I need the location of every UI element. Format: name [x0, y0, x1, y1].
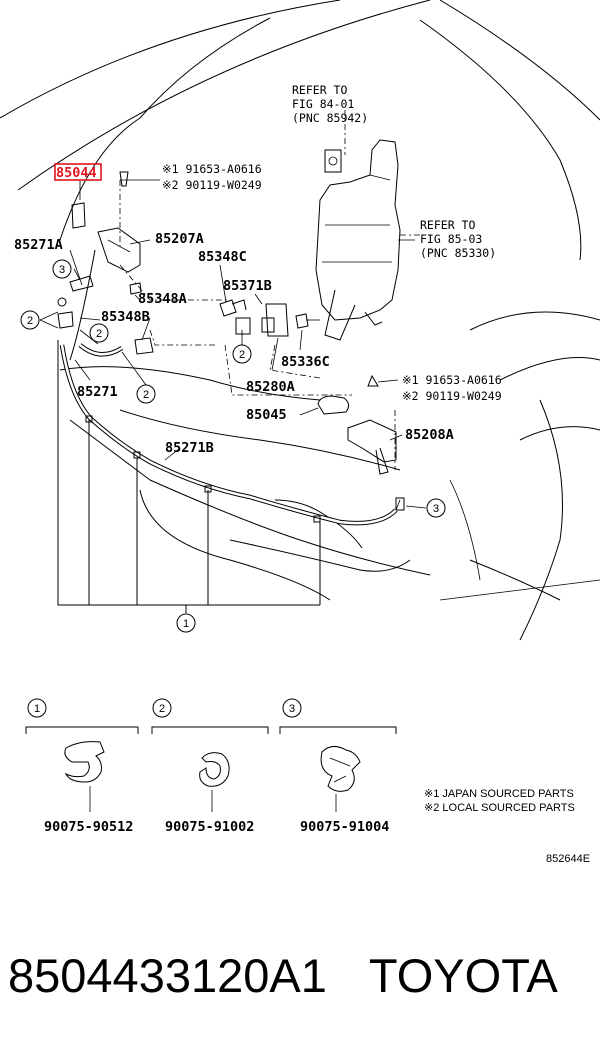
legend-3-part[interactable]: 90075-91004 [300, 819, 389, 835]
right-nozzle-assembly [317, 374, 397, 475]
footer-brand: TOYOTA [368, 948, 558, 1002]
fastener-note-mid-1: ※1 91653-A0616 [402, 373, 502, 387]
callout-3-left: 3 [59, 264, 65, 276]
label-85371B[interactable]: 85371B [223, 278, 272, 294]
legend-1-number: 1 [34, 703, 40, 715]
label-85208A[interactable]: 85208A [405, 427, 454, 443]
washer-tank [315, 139, 401, 341]
label-85045[interactable]: 85045 [246, 407, 287, 423]
refer-fig-85-03-line3: (PNC 85330) [420, 246, 496, 260]
callout-2-center: 2 [96, 328, 102, 340]
left-nozzle-assembly [57, 171, 154, 355]
refer-fig-85-03-line1: REFER TO [420, 218, 475, 232]
valve-connectors [219, 299, 320, 337]
vehicle-body-outline [0, 0, 600, 641]
label-85348B[interactable]: 85348B [101, 309, 150, 325]
legend-panel: 1 90075-90512 2 90075-91002 3 90075-9100… [25, 698, 590, 865]
refer-fig-84-01-line3: (PNC 85942) [292, 111, 368, 125]
leader-lines [39, 179, 427, 613]
fastener-note-mid-2: ※2 90119-W0249 [402, 389, 502, 403]
label-85271A[interactable]: 85271A [14, 237, 63, 253]
refer-fig-84-01-line2: FIG 84-01 [292, 97, 354, 111]
callout-3-right: 3 [433, 503, 439, 515]
refer-fig-85-03-line2: FIG 85-03 [420, 232, 482, 246]
callout-2-valve: 2 [239, 349, 245, 361]
legend-2-number: 2 [159, 703, 165, 715]
label-85271B[interactable]: 85271B [165, 440, 214, 456]
footer-caption: 8504433120A1 TOYOTA [8, 940, 594, 1010]
label-85044[interactable]: 85044 [56, 165, 97, 181]
fastener-note-top-2: ※2 90119-W0249 [162, 178, 262, 192]
refer-fig-84-01-line1: REFER TO [292, 83, 347, 97]
label-85280A[interactable]: 85280A [246, 379, 295, 395]
label-85207A[interactable]: 85207A [155, 231, 204, 247]
label-85348A[interactable]: 85348A [138, 291, 187, 307]
callout-1-bottom: 1 [183, 618, 189, 630]
footer-part-number: 8504433120A1 [8, 948, 327, 1002]
legend-2-part[interactable]: 90075-91002 [165, 819, 254, 835]
fastener-note-top-1: ※1 91653-A0616 [162, 162, 262, 176]
callout-2-hose: 2 [143, 389, 149, 401]
washer-hoses [59, 343, 405, 526]
highlight-box [54, 163, 102, 181]
part-labels: 85044 85271A 85207A 85348C 85371B 85348A… [14, 165, 454, 456]
local-sourced-note: ※2 LOCAL SOURCED PARTS [424, 802, 575, 814]
phantom-lines [119, 110, 420, 470]
legend-3-number: 3 [289, 703, 295, 715]
japan-sourced-note: ※1 JAPAN SOURCED PARTS [424, 788, 574, 800]
callout-2-left: 2 [27, 315, 33, 327]
label-85336C[interactable]: 85336C [281, 354, 330, 370]
legend-1-part[interactable]: 90075-90512 [44, 819, 133, 835]
label-85348C[interactable]: 85348C [198, 249, 247, 265]
figure-code: 852644E [546, 853, 590, 865]
reference-notes: REFER TO FIG 84-01 (PNC 85942) REFER TO … [162, 83, 502, 403]
callout-circles: 3 2 2 2 2 3 1 [20, 259, 446, 633]
label-85271[interactable]: 85271 [77, 384, 118, 400]
